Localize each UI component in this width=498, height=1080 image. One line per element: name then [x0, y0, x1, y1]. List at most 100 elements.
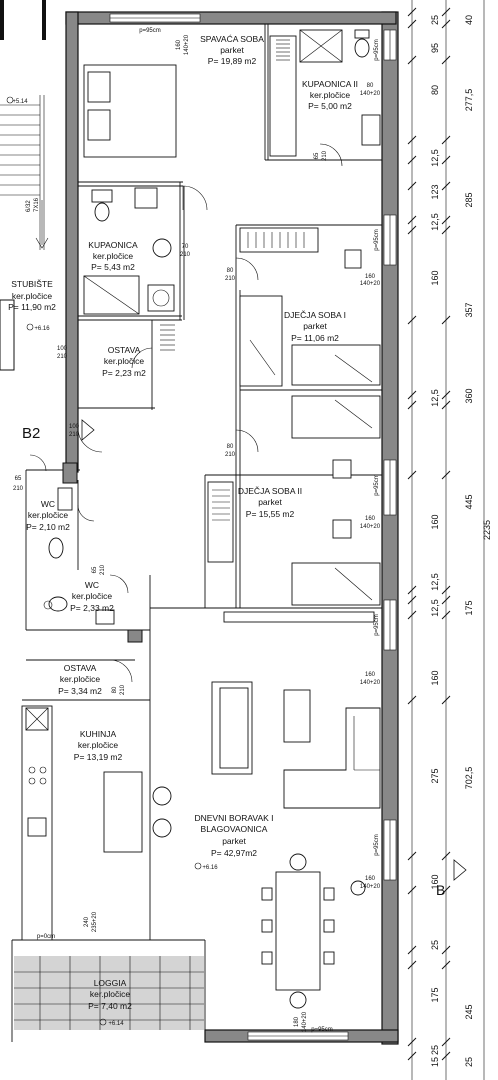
- coffee-table: [283, 689, 311, 743]
- room-name: KUHINJA: [80, 729, 117, 739]
- dim-label: 175: [430, 987, 440, 1002]
- room-floor: parket: [220, 45, 244, 55]
- bed: [291, 562, 381, 606]
- dimension-tick: [407, 390, 417, 400]
- wardrobe: [207, 481, 234, 563]
- window-size: 160: [365, 274, 376, 280]
- dimension-tick: [441, 181, 451, 191]
- dim-label: 25: [464, 1057, 474, 1067]
- toilet: [48, 596, 68, 612]
- dimension-tick: [441, 960, 451, 970]
- door-size: 65: [15, 476, 22, 482]
- toilet: [94, 202, 110, 222]
- chair: [332, 519, 352, 539]
- dim-label: 360: [464, 388, 474, 403]
- dimension-tick: [407, 885, 417, 895]
- dim-label-total: 2235: [482, 520, 492, 540]
- dimension-tick: [407, 851, 417, 861]
- window-size: 80: [367, 83, 374, 89]
- dim-label: 80: [430, 85, 440, 95]
- dimension-tick: [407, 1051, 417, 1061]
- dimension-tick: [441, 215, 451, 225]
- dimension-tick: [407, 695, 417, 705]
- exterior-wall-east: [381, 11, 399, 1045]
- room-area: P= 11,90 m2: [8, 302, 56, 312]
- dimension-tick: [441, 851, 451, 861]
- window-sill-label: p=95cm: [374, 614, 380, 636]
- section-label-b2: B2: [22, 425, 40, 442]
- door-size: 210: [13, 486, 24, 492]
- dimension-ticks: [407, 7, 451, 1061]
- dim-label: 277,5: [464, 89, 474, 112]
- room-name: KUPAONICA: [88, 240, 138, 250]
- dimension-tick: [441, 595, 451, 605]
- tv-unit: [223, 611, 375, 623]
- dim-label: 245: [464, 1004, 474, 1019]
- door-size: 80: [112, 686, 118, 693]
- room-floor: ker.pločice: [60, 674, 100, 684]
- dimension-tick: [407, 181, 417, 191]
- dim-label: 12,5: [430, 149, 440, 167]
- room-label-stubiste: STUBIŠTE ker.pločice P= 11,90 m2: [8, 279, 56, 312]
- dimension-tick: [441, 695, 451, 705]
- room-area: P= 2,33 m2: [70, 603, 114, 613]
- room-floor: ker.pločice: [78, 740, 118, 750]
- section-marker: [81, 419, 95, 441]
- door-size: 210: [120, 684, 126, 695]
- dim-label: 445: [464, 494, 474, 509]
- room-name: WC: [85, 580, 99, 590]
- room-floor: ker.pločice: [72, 591, 112, 601]
- room-label-djecja1: DJEČJA SOBA I parket P= 11,06 m2: [284, 310, 346, 343]
- window-size: 140+20: [302, 1011, 308, 1032]
- window-sill-label: p=0cm: [37, 934, 55, 940]
- section-label-b: B: [436, 882, 445, 898]
- dimension-tick: [441, 135, 451, 145]
- windows: [109, 13, 397, 1041]
- dimension-tick: [407, 610, 417, 620]
- room-name: WC: [41, 499, 55, 509]
- bed: [291, 344, 381, 386]
- dimension-tick: [407, 225, 417, 235]
- dim-label: 285: [464, 192, 474, 207]
- window-sill-label: p=95cm: [374, 229, 380, 251]
- window-size: 140+20: [360, 884, 381, 890]
- window-size: 140+20: [184, 34, 190, 55]
- door-size: 210: [322, 150, 328, 161]
- dimension-tick: [441, 155, 451, 165]
- dimension-tick: [407, 7, 417, 17]
- dim-label: 123: [430, 184, 440, 199]
- door-size: 80: [227, 268, 234, 274]
- door-size: 235+20: [92, 911, 98, 932]
- room-label-ostava1: OSTAVA ker.pločice P= 2,23 m2: [102, 345, 146, 378]
- window-sill-label: p=95cm: [311, 1027, 333, 1033]
- room-label-kupaonica: KUPAONICA ker.pločice P= 5,43 m2: [88, 240, 138, 272]
- dining-table: [275, 871, 321, 991]
- sink: [95, 609, 115, 625]
- dimension-tick: [441, 610, 451, 620]
- dimension-tick: [407, 1037, 417, 1047]
- room-label-dnevni: DNEVNI BORAVAK I BLAGOVAONICA parket P= …: [194, 813, 273, 858]
- window-size: 160: [365, 672, 376, 678]
- door-size: 100: [69, 424, 80, 430]
- dim-label: 702,5: [464, 767, 474, 790]
- dim-label: 275: [430, 768, 440, 783]
- sink: [134, 187, 158, 209]
- wardrobe: [239, 227, 319, 253]
- dim-label: 160: [430, 670, 440, 685]
- dim-label: 25: [430, 940, 440, 950]
- window-size: 140+20: [360, 524, 381, 530]
- room-label-djecja2: DJEČJA SOBA II parket P= 15,55 m2: [238, 486, 302, 519]
- room-floor: parket: [222, 836, 246, 846]
- bed: [291, 395, 381, 439]
- room-area: P= 3,34 m2: [58, 686, 102, 696]
- room-area: P= 15,55 m2: [246, 509, 295, 519]
- dimension-tick: [441, 1037, 451, 1047]
- bed: [239, 295, 283, 387]
- doors: [29, 143, 467, 881]
- dim-label: 175: [464, 600, 474, 615]
- window-sill-label: p=95cm: [374, 474, 380, 496]
- door-size: 210: [225, 452, 236, 458]
- level-label: +5.14: [12, 99, 28, 105]
